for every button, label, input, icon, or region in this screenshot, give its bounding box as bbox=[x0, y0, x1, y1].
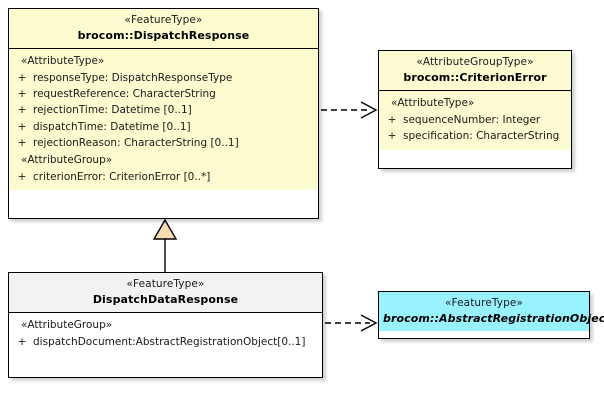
attribute-text: requestReference: CharacterString bbox=[33, 88, 216, 101]
attribute-text: responseType: DispatchResponseType bbox=[33, 72, 233, 85]
attribute-visibility: + bbox=[17, 336, 27, 349]
hollow-triangle-icon bbox=[152, 218, 178, 240]
attribute-text: dispatchDocument:AbstractRegistrationObj… bbox=[33, 336, 306, 349]
attribute-visibility: + bbox=[17, 136, 27, 149]
class-box-dispatch-response[interactable]: «FeatureType» brocom::DispatchResponse «… bbox=[8, 8, 319, 219]
attribute-text: criterionError: CriterionError [0..*] bbox=[33, 170, 211, 183]
attribute-row[interactable]: + dispatchDocument:AbstractRegistrationO… bbox=[11, 335, 320, 351]
attribute-visibility: + bbox=[387, 114, 397, 127]
attribute-group-label: «AttributeGroup» bbox=[21, 318, 113, 331]
attribute-group-label: «AttributeType» bbox=[391, 96, 475, 109]
class-header-abstract-registration-object: «FeatureType» brocom::AbstractRegistrati… bbox=[379, 292, 604, 331]
dependency-dispatchdataresponse-abstractregistrationobject bbox=[325, 314, 378, 332]
class-header-dispatch-response: «FeatureType» brocom::DispatchResponse bbox=[9, 9, 318, 49]
attribute-visibility: + bbox=[17, 170, 27, 183]
attribute-group-label: «AttributeGroup» bbox=[21, 153, 113, 166]
attribute-row[interactable]: + rejectionTime: Datetime [0..1] bbox=[11, 103, 316, 119]
attribute-text: dispatchTime: Datetime [0..1] bbox=[33, 120, 191, 133]
class-stereotype: «FeatureType» bbox=[445, 297, 523, 309]
class-name: brocom::AbstractRegistrationObject bbox=[383, 312, 604, 326]
class-body-criterion-error: «AttributeType» + sequenceNumber: Intege… bbox=[379, 90, 571, 150]
class-stereotype: «AttributeGroupType» bbox=[416, 56, 534, 68]
class-stereotype: «FeatureType» bbox=[126, 278, 205, 290]
attribute-row[interactable]: + responseType: DispatchResponseType bbox=[11, 71, 316, 87]
attribute-text: rejectionTime: Datetime [0..1] bbox=[33, 104, 192, 117]
attribute-row[interactable]: + rejectionReason: CharacterString [0..1… bbox=[11, 135, 316, 151]
attribute-row[interactable]: + requestReference: CharacterString bbox=[11, 87, 316, 103]
attribute-row[interactable]: + criterionError: CriterionError [0..*] bbox=[11, 169, 316, 185]
class-body-dispatch-data-response: «AttributeGroup» + dispatchDocument:Abst… bbox=[9, 312, 322, 356]
attribute-text: rejectionReason: CharacterString [0..1] bbox=[33, 136, 239, 149]
open-arrowhead-icon bbox=[360, 314, 378, 332]
class-box-abstract-registration-object[interactable]: «FeatureType» brocom::AbstractRegistrati… bbox=[378, 291, 604, 339]
class-stereotype: «FeatureType» bbox=[124, 14, 203, 26]
class-box-dispatch-data-response[interactable]: «FeatureType» DispatchDataResponse «Attr… bbox=[8, 272, 323, 378]
attribute-row[interactable]: + sequenceNumber: Integer bbox=[381, 113, 569, 129]
attribute-group-label: «AttributeType» bbox=[21, 54, 105, 67]
class-name: DispatchDataResponse bbox=[92, 293, 239, 307]
dependency-dispatchresponse-criterionerror bbox=[321, 101, 378, 119]
class-header-criterion-error: «AttributeGroupType» brocom::CriterionEr… bbox=[379, 51, 571, 91]
attribute-visibility: + bbox=[17, 88, 27, 101]
attribute-text: specification: CharacterString bbox=[403, 130, 560, 143]
generalization-dispatchdataresponse-dispatchresponse bbox=[152, 218, 178, 272]
attribute-visibility: + bbox=[17, 72, 27, 85]
attribute-visibility: + bbox=[17, 120, 27, 133]
class-header-dispatch-data-response: «FeatureType» DispatchDataResponse bbox=[9, 273, 322, 313]
open-arrowhead-icon bbox=[360, 101, 378, 119]
class-body-dispatch-response: «AttributeType» + responseType: Dispatch… bbox=[9, 48, 318, 191]
attribute-row[interactable]: + dispatchTime: Datetime [0..1] bbox=[11, 119, 316, 135]
class-name: brocom::CriterionError bbox=[403, 71, 547, 85]
attribute-visibility: + bbox=[387, 130, 397, 143]
attribute-text: sequenceNumber: Integer bbox=[403, 114, 541, 127]
class-name: brocom::DispatchResponse bbox=[77, 29, 250, 43]
attribute-row[interactable]: + specification: CharacterString bbox=[381, 129, 569, 145]
class-box-criterion-error[interactable]: «AttributeGroupType» brocom::CriterionEr… bbox=[378, 50, 572, 169]
attribute-visibility: + bbox=[17, 104, 27, 117]
